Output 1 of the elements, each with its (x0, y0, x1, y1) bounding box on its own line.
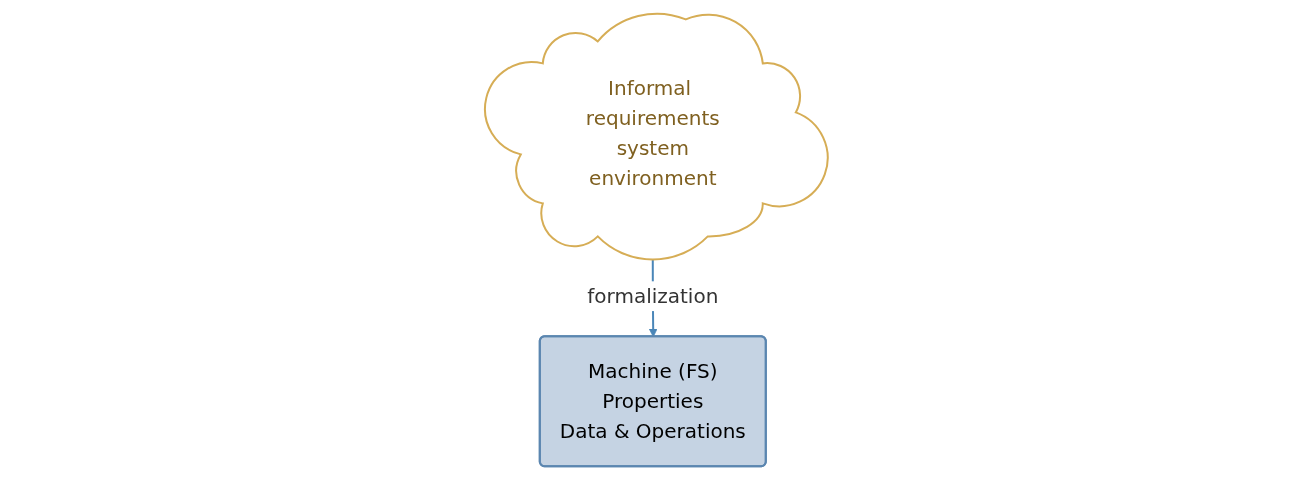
edge-label: formalization (586, 284, 718, 309)
